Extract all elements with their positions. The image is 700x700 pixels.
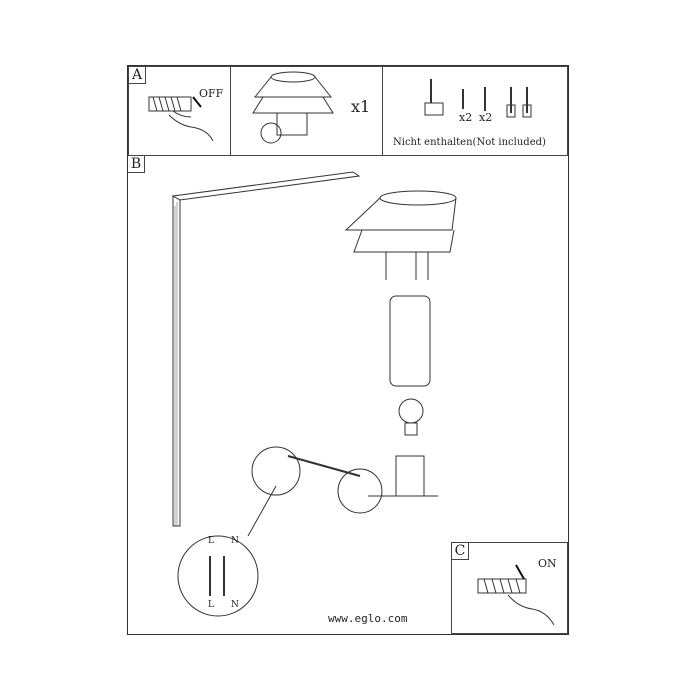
wall-section	[171, 171, 361, 527]
switch-on-illustration	[477, 564, 555, 626]
panel-lamp-quantity: x1	[230, 66, 383, 156]
wall-bracket-part	[251, 446, 438, 514]
panel-a-switch-off: A OFF	[128, 66, 231, 156]
screwdriver-icons	[506, 87, 532, 118]
wiring-label-bottom-l: L	[208, 600, 214, 610]
wiring-label-bottom-n: N	[231, 600, 239, 610]
wiring-label-top-n: N	[231, 536, 239, 546]
wiring-label-top-l: L	[208, 536, 214, 546]
panel-b-assembly: B	[128, 155, 568, 634]
drill-icon	[424, 79, 444, 116]
wiring-detail-circle	[177, 485, 277, 617]
panel-tag-b: B	[128, 156, 145, 173]
website-url: www.eglo.com	[328, 612, 408, 625]
switch-off-label: OFF	[199, 87, 224, 100]
switch-on-label: ON	[538, 557, 557, 570]
panel-tag-c: C	[452, 543, 469, 560]
lamp-quantity: x1	[351, 97, 371, 116]
panel-c-switch-on: C ON	[451, 542, 568, 634]
tools-illustration	[424, 79, 532, 118]
assembly-illustration	[171, 171, 457, 617]
lamp-shade-part	[344, 190, 457, 280]
light-bulb-part	[398, 398, 424, 436]
glass-cylinder-part	[389, 295, 431, 387]
instruction-sheet: A OFF x1	[127, 65, 569, 635]
plug-quantity: x2	[479, 111, 493, 124]
panel-tag-a: A	[129, 67, 146, 84]
panel-tools-not-included: x2 x2 Nicht enthalten(Not included)	[382, 66, 568, 156]
not-included-note: Nicht enthalten(Not included)	[393, 137, 546, 148]
screw-quantity: x2	[459, 111, 473, 124]
lamp-icon	[252, 71, 334, 144]
switch-off-illustration	[148, 96, 214, 142]
